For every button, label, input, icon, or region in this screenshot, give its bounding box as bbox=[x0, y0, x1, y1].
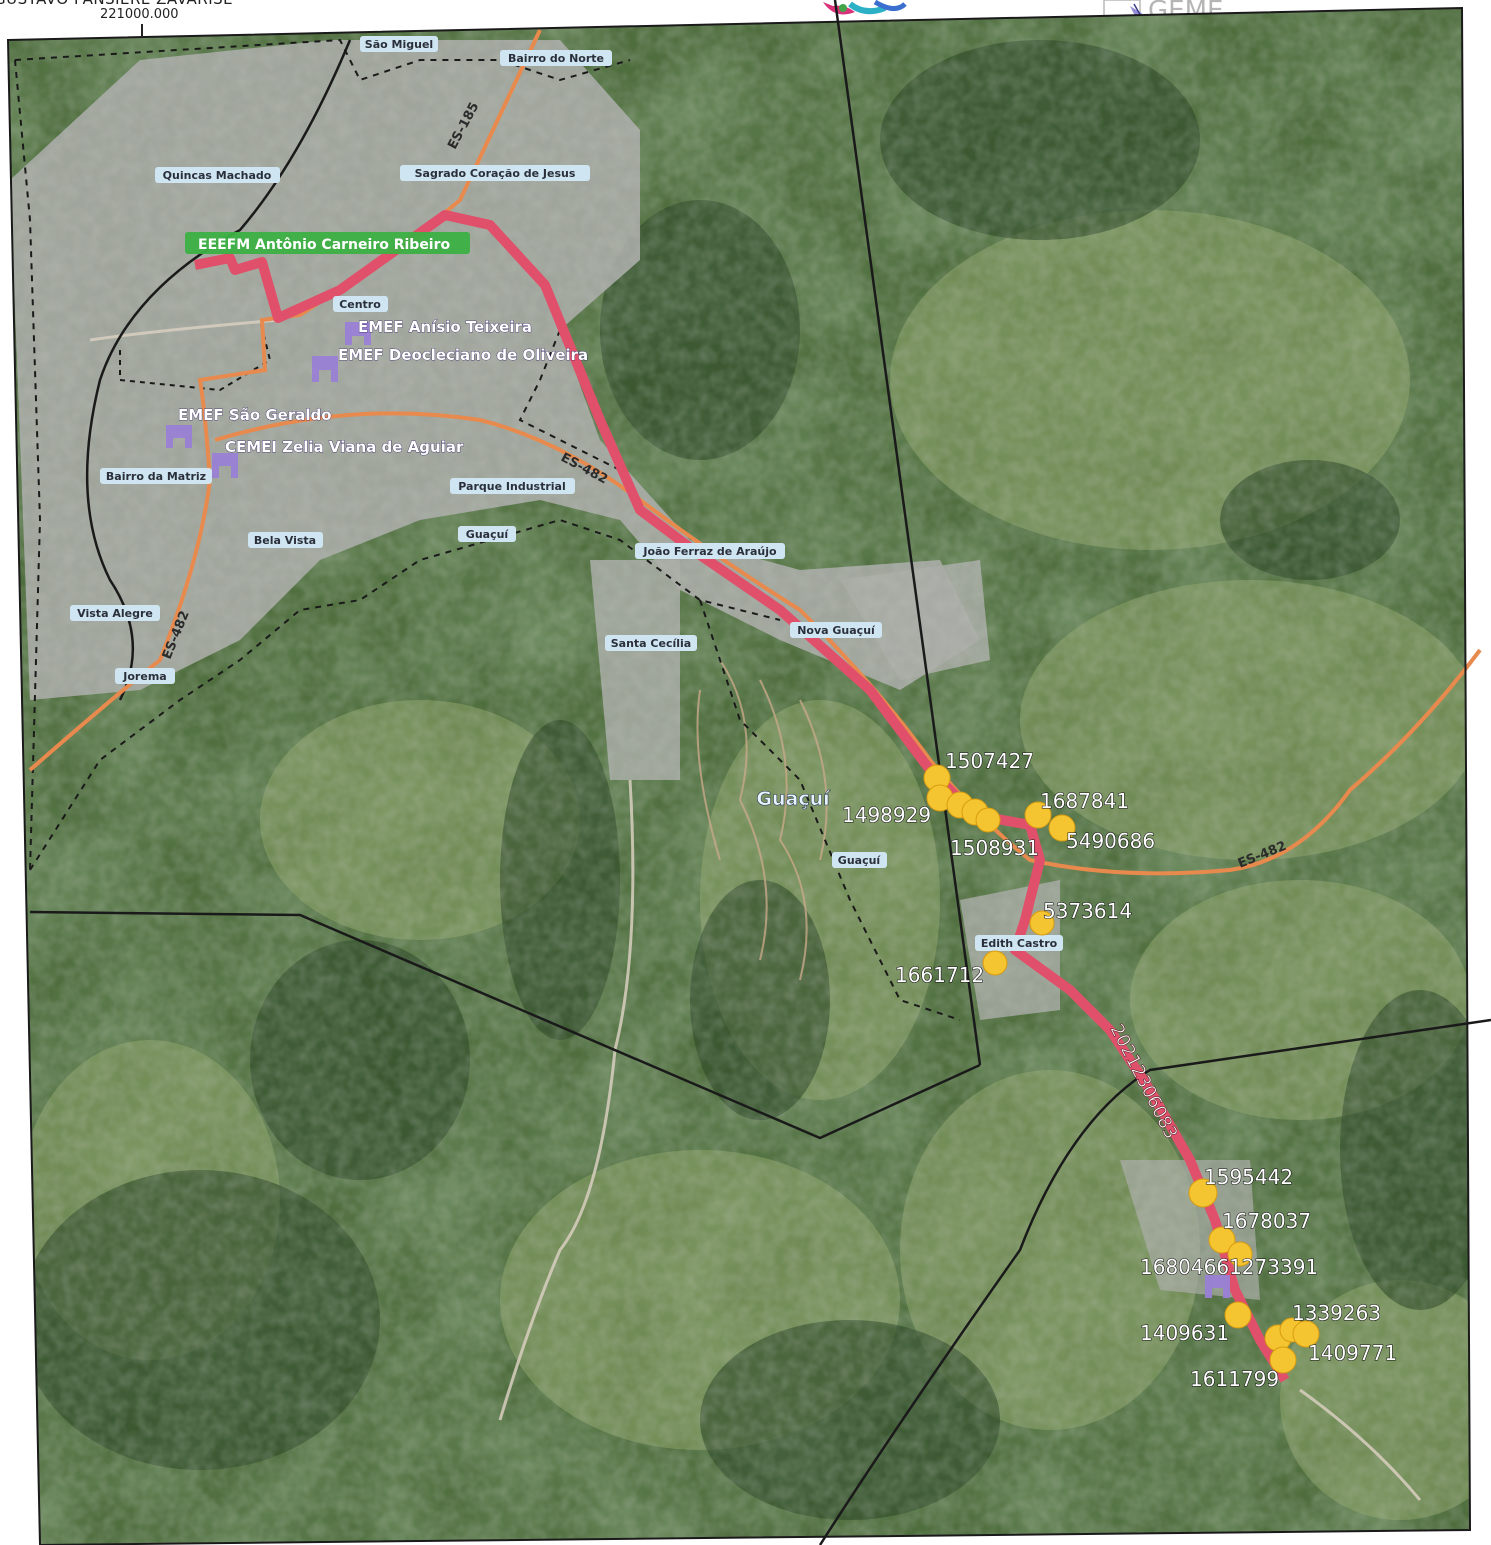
neighborhood-labels: São Miguel Bairro do Norte Quincas Macha… bbox=[70, 36, 1063, 951]
map-border bbox=[6, 6, 1472, 1545]
header-author-block: GUSTAVO PANSIERE ZAVARISE 221000.000 bbox=[0, 0, 320, 30]
label-edith-castro: Edith Castro bbox=[981, 937, 1058, 950]
label-bairro-da-matriz: Bairro da Matriz bbox=[106, 470, 206, 483]
point-label-1507427: 1507427 bbox=[945, 749, 1034, 773]
label-guacui-north: Guaçuí bbox=[466, 528, 510, 541]
label-santa-cecilia: Santa Cecília bbox=[611, 637, 691, 650]
point-labels: 1507427 1498929 1687841 1508931 5490686 … bbox=[841, 748, 1397, 1391]
label-centro: Centro bbox=[339, 298, 381, 311]
point-label-16804661273391: 16804661273391 bbox=[1140, 1255, 1318, 1279]
point-label-1409631: 1409631 bbox=[1140, 1321, 1229, 1345]
label-bela-vista: Bela Vista bbox=[254, 534, 316, 547]
label-bairro-do-norte: Bairro do Norte bbox=[508, 52, 604, 65]
municipality-label: Guaçuí bbox=[756, 788, 831, 810]
label-vista-alegre: Vista Alegre bbox=[77, 607, 153, 620]
label-sagrado-coracao: Sagrado Coração de Jesus bbox=[415, 167, 576, 180]
school-label-anisio[interactable]: EMEF Anísio Teixeira bbox=[358, 318, 533, 337]
school-label-eeefm[interactable]: EEEFM Antônio Carneiro Ribeiro bbox=[198, 237, 451, 253]
label-jorema: Jorema bbox=[122, 670, 166, 683]
label-quincas-machado: Quincas Machado bbox=[163, 169, 272, 182]
unpaved-roads bbox=[89, 318, 1422, 1501]
yellow-points[interactable] bbox=[923, 764, 1320, 1374]
coordinate-label: 221000.000 bbox=[100, 7, 179, 22]
label-sao-miguel: São Miguel bbox=[365, 38, 433, 51]
point-label-1687841: 1687841 bbox=[1040, 789, 1129, 813]
label-nova-guacui: Nova Guaçuí bbox=[797, 624, 876, 637]
route-segment[interactable] bbox=[194, 210, 1290, 1383]
point-label-1678037: 1678037 bbox=[1222, 1209, 1311, 1233]
point-label-1661712: 1661712 bbox=[895, 963, 984, 987]
coordinate-tick bbox=[141, 24, 143, 36]
point-label-1498929: 1498929 bbox=[842, 803, 931, 827]
highways bbox=[28, 29, 1482, 876]
school-markers[interactable]: EEEFM Antônio Carneiro Ribeiro EMEF Anís… bbox=[166, 232, 1230, 1298]
school-icon[interactable] bbox=[166, 322, 1230, 1298]
point-label-5373614: 5373614 bbox=[1043, 899, 1132, 923]
label-joao-ferraz: João Ferraz de Araújo bbox=[642, 545, 777, 558]
label-parque-industrial: Parque Industrial bbox=[458, 480, 565, 493]
mining-terraces bbox=[696, 659, 828, 981]
author-name: GUSTAVO PANSIERE ZAVARISE bbox=[0, 0, 233, 8]
admin-boundaries bbox=[14, 0, 1491, 1545]
school-label-deocleciano[interactable]: EMEF Deocleciano de Oliveira bbox=[338, 346, 589, 365]
point-label-1595442: 1595442 bbox=[1204, 1165, 1293, 1189]
school-label-sao-geraldo[interactable]: EMEF São Geraldo bbox=[178, 406, 332, 425]
point-label-5490686: 5490686 bbox=[1066, 829, 1155, 853]
label-guacui-south: Guaçuí bbox=[838, 854, 882, 867]
point-label-1611799: 1611799 bbox=[1190, 1367, 1279, 1391]
point-label-1339263: 1339263 bbox=[1292, 1301, 1381, 1325]
school-label-cemei[interactable]: CEMEI Zelia Viana de Aguiar bbox=[225, 438, 465, 457]
point-label-1409771: 1409771 bbox=[1308, 1341, 1397, 1365]
point-label-1508931: 1508931 bbox=[950, 836, 1039, 860]
partner-logo-icon bbox=[823, 0, 907, 15]
